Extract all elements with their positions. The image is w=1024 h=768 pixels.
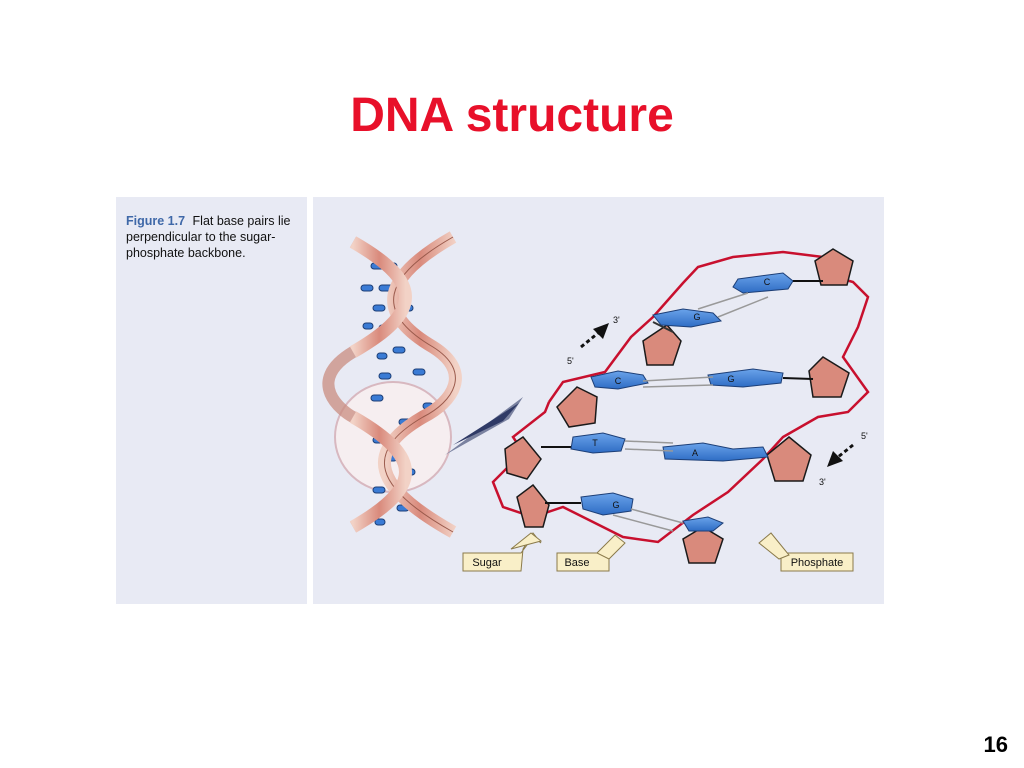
figure-label: Figure 1.7 xyxy=(126,214,186,228)
strand-direction-left: 3' 5' xyxy=(567,315,620,366)
figure-caption: Figure 1.7 Flat base pairs lie perpendic… xyxy=(126,213,298,261)
base-label-left-4: G xyxy=(612,500,619,510)
slide-title: DNA structure xyxy=(350,89,674,142)
sugar-callout: Sugar xyxy=(462,532,543,572)
slide-number: 16 xyxy=(983,732,1008,757)
base-label-right-3: A xyxy=(692,448,698,458)
base-callout: Base xyxy=(556,534,626,572)
base-label-right-2: G xyxy=(727,374,734,384)
base-label-right-1: C xyxy=(764,277,771,287)
sugar-label: Sugar xyxy=(472,557,502,569)
figure-panel: G C C G T A G 3' 5' 5' 3' Sugar Base Pho… xyxy=(313,197,884,604)
strand-end-5prime-right: 5' xyxy=(861,431,868,441)
strand-end-3prime-left: 3' xyxy=(613,315,620,325)
strand-direction-right: 5' 3' xyxy=(819,431,868,487)
strand-end-3prime-right: 3' xyxy=(819,477,826,487)
dna-figure: G C C G T A G 3' 5' 5' 3' Sugar Base Pho… xyxy=(322,231,870,572)
strand-end-5prime-left: 5' xyxy=(567,356,574,366)
base-pair-4 xyxy=(545,492,724,532)
base-label: Base xyxy=(564,557,589,569)
sugar-ring xyxy=(814,248,854,286)
sugar-phosphate-backbone xyxy=(491,250,870,544)
base-pair-1 xyxy=(652,272,823,333)
caption-panel: Figure 1.7 Flat base pairs lie perpendic… xyxy=(116,197,307,604)
phosphate-callout: Phosphate xyxy=(758,532,854,572)
phosphate-label: Phosphate xyxy=(791,557,844,569)
base-pairs xyxy=(541,272,823,532)
base-label-left-2: C xyxy=(615,376,622,386)
base-label-left-3: T xyxy=(592,438,598,448)
double-helix xyxy=(322,231,462,538)
base-pair-3 xyxy=(541,432,769,462)
sugars xyxy=(504,248,854,564)
base-pair-2 xyxy=(590,368,814,390)
base-label-left-1: G xyxy=(693,312,700,322)
caption-text: Flat base pairs lie perpendicular to the… xyxy=(126,214,291,260)
zoom-arrow-icon xyxy=(445,397,523,455)
